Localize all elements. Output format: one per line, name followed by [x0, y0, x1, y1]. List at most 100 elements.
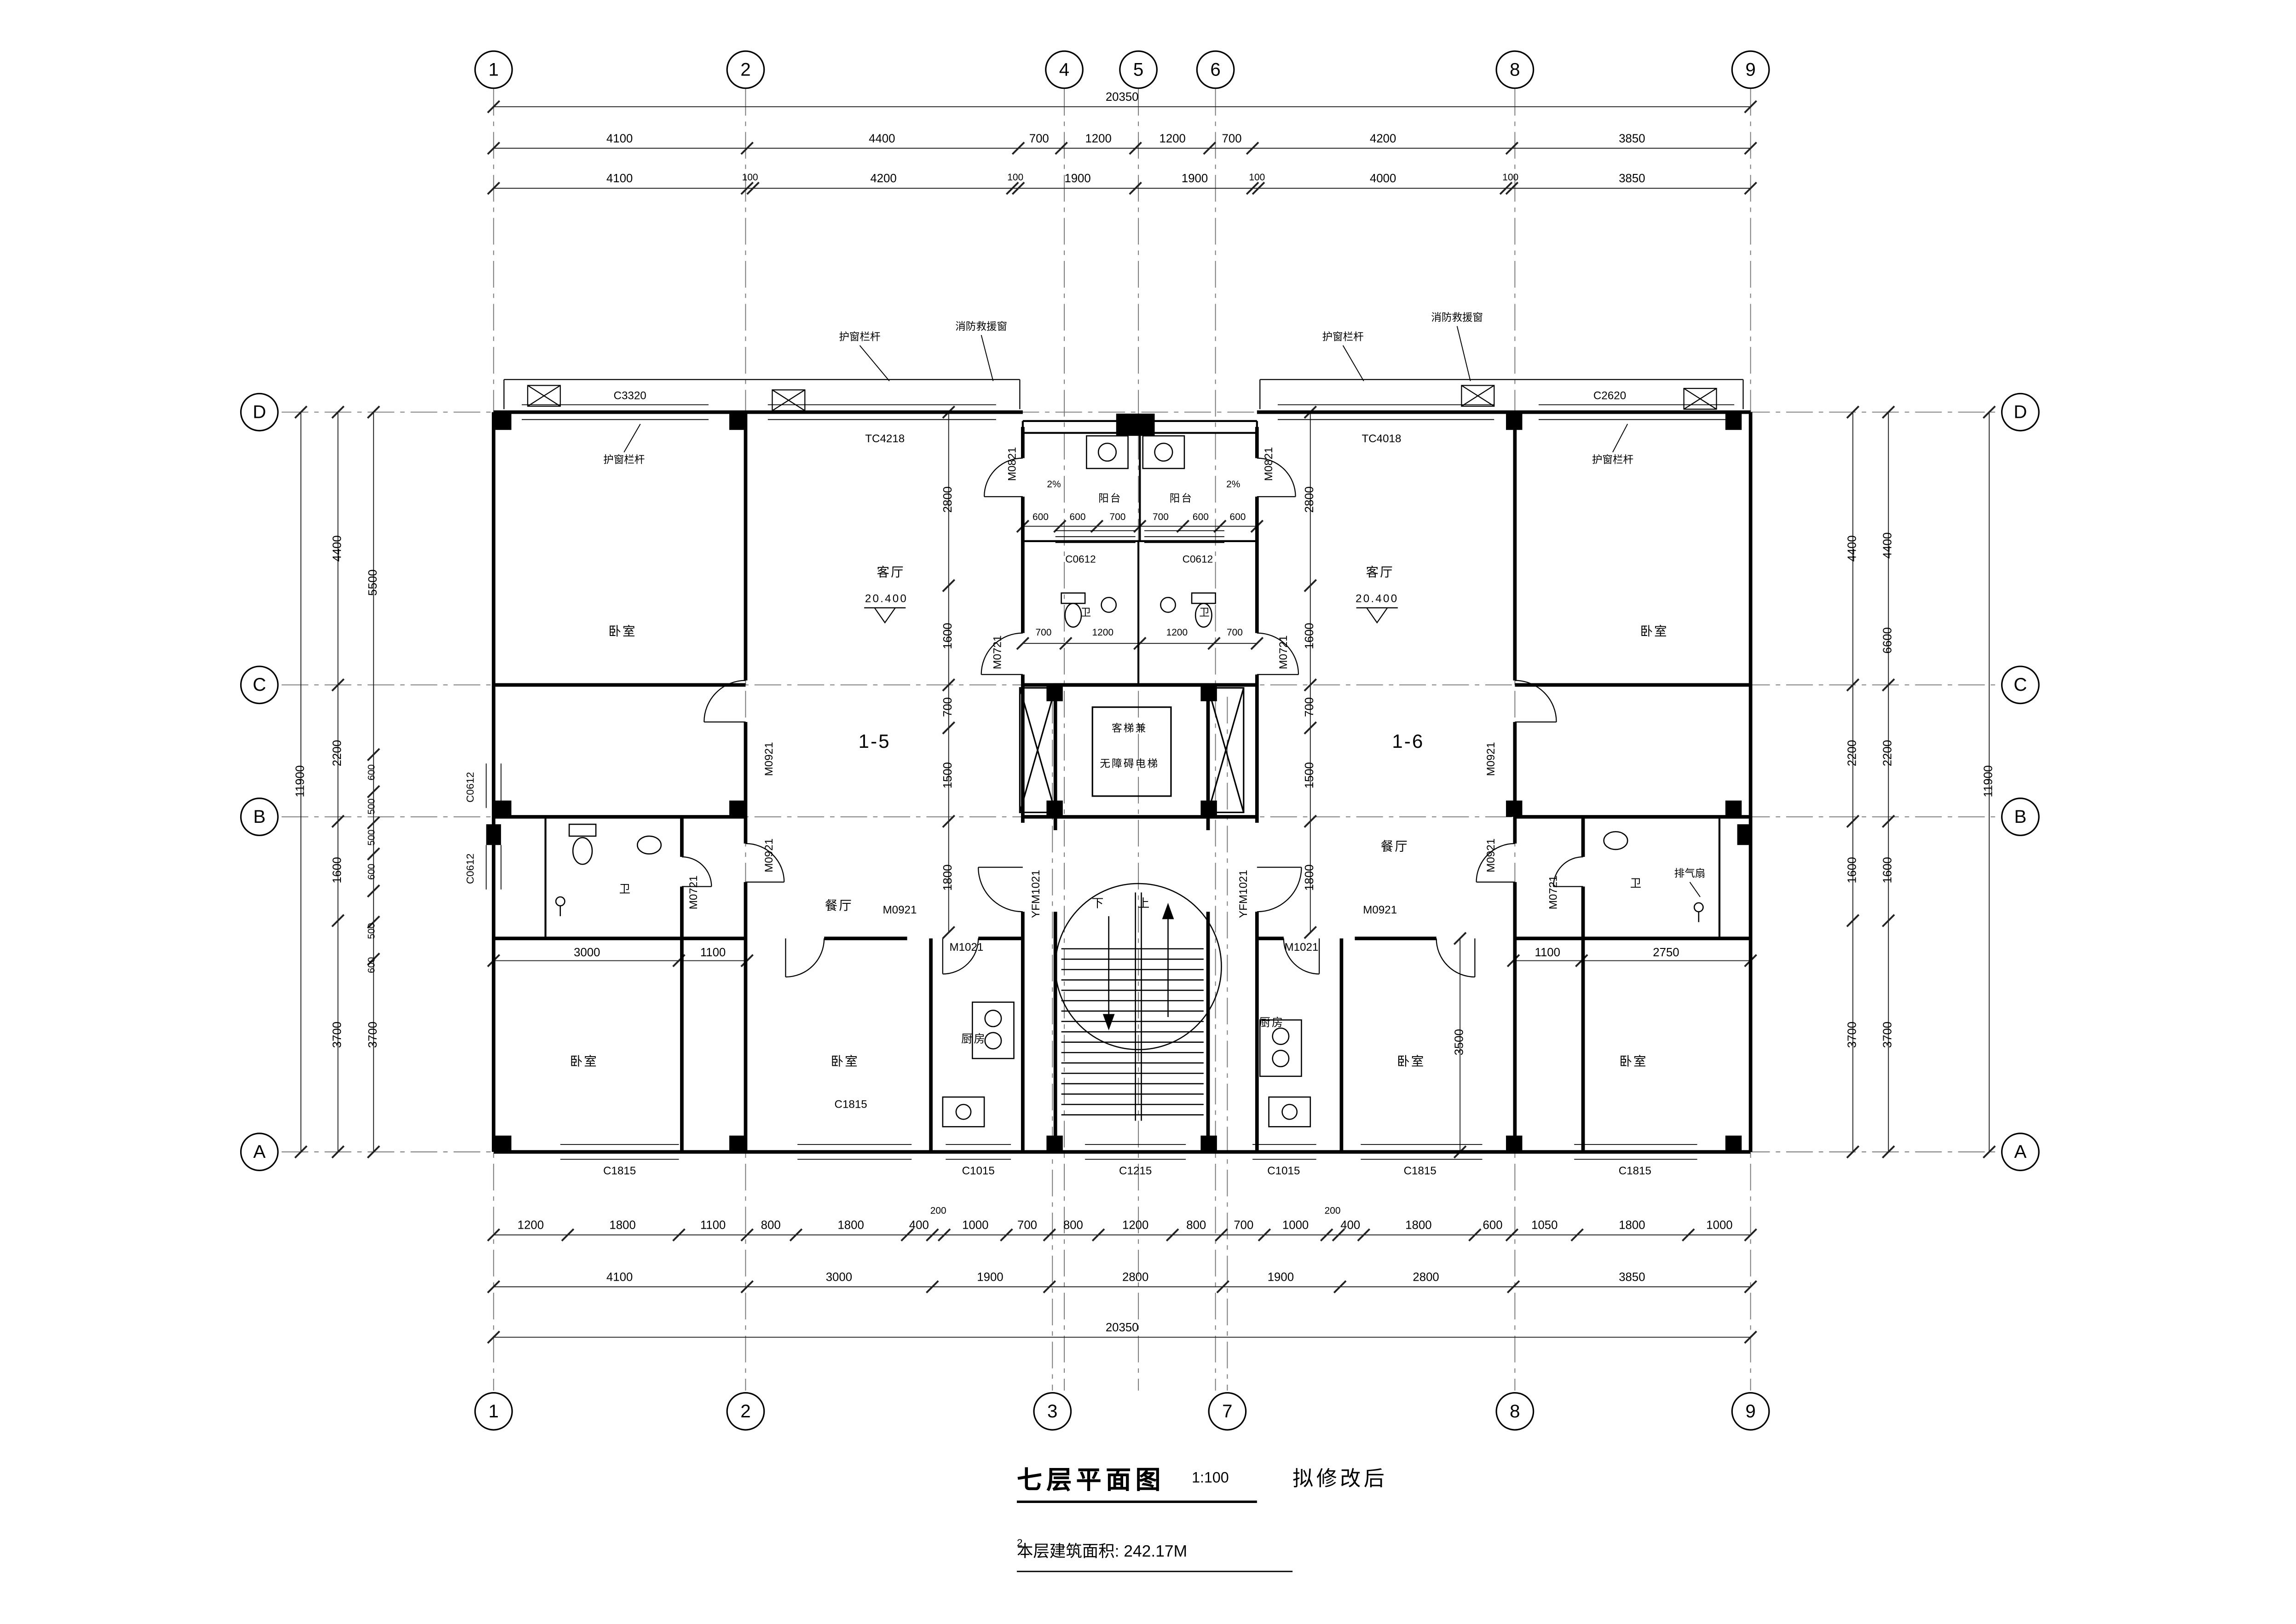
axis-bubble-1: 1 — [474, 50, 513, 89]
dimension-label: 600 — [367, 957, 378, 973]
dimension-label: 1600 — [1303, 623, 1316, 649]
dimension-label: 600 — [367, 863, 378, 880]
dimension-label: 1900 — [1267, 1270, 1294, 1284]
dimension-label: 600 — [1069, 512, 1086, 523]
axis-bubble-8: 8 — [1495, 50, 1535, 89]
annotation-label: 护窗栏杆 — [603, 456, 645, 467]
opening-code-label: C1815 — [1618, 1164, 1651, 1178]
dimension-label: 700 — [1029, 132, 1049, 145]
opening-code-label: C1815 — [1403, 1164, 1436, 1178]
axis-bubble-7: 7 — [1208, 1392, 1247, 1431]
dimension-label: 2800 — [941, 486, 955, 513]
annotation-label: 排气扇 — [1674, 869, 1706, 880]
opening-code-label: YFM1021 — [1236, 870, 1250, 918]
dimension-label: 20350 — [1105, 90, 1139, 104]
dimension-label: 1800 — [609, 1219, 636, 1232]
dimension-label: 600 — [1033, 512, 1049, 523]
dimension-label: 3850 — [1619, 172, 1645, 185]
dimension-label: 500 — [367, 829, 378, 846]
dimension-label: 1200 — [1166, 628, 1188, 639]
axis-bubble-3: 3 — [1033, 1392, 1072, 1431]
dimension-label: 600 — [367, 764, 378, 780]
dimension-label: 2200 — [1845, 740, 1859, 767]
leader-lines — [623, 326, 1701, 897]
plan-scale: 1:100 — [1192, 1470, 1229, 1487]
dimension-label: 1200 — [517, 1219, 544, 1232]
dimension-label: 4000 — [1369, 172, 1396, 185]
dimension-label: 1100 — [700, 1219, 726, 1232]
door-arcs — [681, 457, 1583, 978]
dimension-label: 3700 — [366, 1021, 380, 1048]
floor-area-text: 本层建筑面积: 242.17M — [1016, 1543, 1188, 1561]
room-label: 卧室 — [1640, 624, 1668, 639]
room-label: 1-5 — [858, 730, 891, 752]
dimension-label: 1000 — [1706, 1219, 1733, 1232]
dimension-label: 500 — [367, 798, 378, 815]
axis-bubble-A: A — [240, 1133, 279, 1171]
axis-bubble-4: 4 — [1045, 50, 1084, 89]
room-label: 客梯兼 — [1112, 724, 1148, 735]
opening-code-label: C0612 — [1065, 555, 1096, 566]
room-label: 厨房 — [1259, 1016, 1285, 1029]
room-label: 1-6 — [1392, 730, 1425, 752]
dimension-label: 4400 — [869, 132, 895, 145]
fixtures — [555, 435, 1704, 1127]
opening-code-label: M1021 — [949, 940, 984, 954]
room-label: 卧室 — [608, 624, 637, 639]
axis-bubble-C: C — [2001, 665, 2040, 705]
dimension-label: 800 — [1063, 1219, 1083, 1232]
opening-code-label: M0821 — [1262, 447, 1275, 481]
dimension-label: 400 — [909, 1219, 929, 1232]
axis-bubble-C: C — [240, 665, 279, 705]
room-label: 客厅 — [877, 564, 905, 579]
dimension-label: 600 — [1229, 512, 1246, 523]
room-label: 餐厅 — [825, 898, 853, 913]
room-label: 无障碍电梯 — [1100, 760, 1160, 770]
windows — [485, 404, 1735, 1160]
dimension-label: 1800 — [837, 1219, 864, 1232]
opening-code-label: M0721 — [686, 875, 700, 910]
axis-bubble-B: B — [2001, 798, 2040, 836]
dimension-label: 1800 — [1619, 1219, 1645, 1232]
opening-code-label: TC4018 — [1361, 432, 1402, 445]
opening-code-label: C0612 — [466, 853, 477, 884]
dimension-label: 1600 — [1881, 857, 1895, 884]
annotation-label: 护窗栏杆 — [1322, 333, 1364, 343]
elevator — [1019, 687, 1245, 813]
axis-bubble-D: D — [2001, 393, 2040, 432]
dimension-label: 400 — [1340, 1219, 1361, 1232]
axis-bubble-2: 2 — [726, 50, 765, 89]
room-label: 20.400 — [865, 592, 908, 606]
dimension-label: 1900 — [1181, 172, 1208, 185]
dimension-label: 4400 — [1881, 532, 1895, 559]
annotation-label: 护窗栏杆 — [1592, 456, 1634, 467]
dimension-label: 700 — [1227, 628, 1243, 639]
opening-code-label: M0921 — [762, 838, 776, 873]
opening-code-label: M0921 — [762, 742, 776, 776]
annotation-label: 2% — [1226, 480, 1240, 491]
dimension-label: 2750 — [1653, 946, 1679, 959]
floor-area-sup: 2 — [1016, 1538, 1023, 1549]
dimension-label: 700 — [1303, 697, 1316, 717]
level-markers — [864, 607, 1398, 624]
dimension-label: 1000 — [1282, 1219, 1309, 1232]
dimension-label: 3500 — [1453, 1029, 1466, 1056]
annotation-label: 消防救援窗 — [1431, 313, 1483, 324]
room-label: 餐厅 — [1380, 838, 1409, 854]
opening-code-label: M0721 — [1546, 875, 1560, 910]
dimension-label: 700 — [1222, 132, 1242, 145]
axis-bubble-1: 1 — [474, 1392, 513, 1431]
dimension-label: 1200 — [1122, 1219, 1149, 1232]
dimension-label: 500 — [367, 923, 378, 939]
dimension-label: 100 — [1007, 173, 1024, 184]
dimension-label: 3700 — [1881, 1021, 1895, 1048]
dimension-label: 1900 — [977, 1270, 1004, 1284]
dimension-label: 4100 — [606, 1270, 633, 1284]
room-label: 卫 — [1630, 876, 1643, 890]
dimension-label: 1800 — [1405, 1219, 1432, 1232]
dimension-label: 1800 — [1303, 864, 1316, 891]
dimension-label: 1200 — [1159, 132, 1186, 145]
